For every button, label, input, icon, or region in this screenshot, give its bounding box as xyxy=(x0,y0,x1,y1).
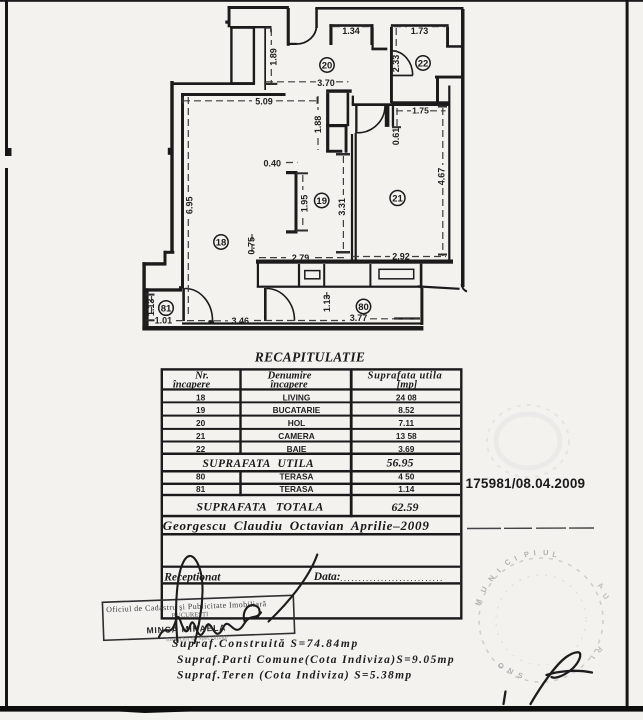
svg-text:TERASA: TERASA xyxy=(279,472,313,482)
svg-text:Receptionat: Receptionat xyxy=(163,572,221,584)
svg-text:1.73: 1.73 xyxy=(411,26,429,36)
svg-text:încapere: încapere xyxy=(270,379,308,390)
svg-text:22: 22 xyxy=(196,444,206,454)
svg-text:SUPRAFATA TOTALA: SUPRAFATA TOTALA xyxy=(196,499,323,513)
svg-text:24 08: 24 08 xyxy=(396,392,417,402)
svg-text:5.09: 5.09 xyxy=(255,96,273,106)
svg-text:0.75: 0.75 xyxy=(247,237,257,255)
svg-text:U: U xyxy=(479,585,489,594)
svg-text:2.92: 2.92 xyxy=(392,251,410,261)
svg-text:22: 22 xyxy=(418,58,429,69)
svg-text:U: U xyxy=(543,548,549,557)
svg-text:BAIE: BAIE xyxy=(287,444,307,454)
svg-text:SUPRAFATA UTILA: SUPRAFATA UTILA xyxy=(203,458,315,470)
svg-text:I: I xyxy=(513,554,519,563)
svg-text:19: 19 xyxy=(196,405,206,415)
svg-text:4.67: 4.67 xyxy=(436,168,446,186)
svg-text:4 50: 4 50 xyxy=(398,472,415,482)
svg-text:19: 19 xyxy=(316,196,327,207)
svg-text:80: 80 xyxy=(358,302,369,313)
svg-text:Supraf.Teren (Cota Indiviza) S: Supraf.Teren (Cota Indiviza) S=5.38mp xyxy=(177,669,412,681)
svg-text:L: L xyxy=(552,550,559,560)
svg-text:0.40: 0.40 xyxy=(264,158,282,168)
svg-text:TERASA: TERASA xyxy=(279,484,313,494)
svg-text:............................: ............................ xyxy=(340,573,444,583)
svg-text:U: U xyxy=(601,591,611,601)
svg-text:3.46: 3.46 xyxy=(232,316,250,326)
svg-text:încapere: încapere xyxy=(173,379,211,390)
svg-text:175981/08.04.2009: 175981/08.04.2009 xyxy=(466,476,586,491)
svg-text:CAMERA: CAMERA xyxy=(278,431,314,441)
svg-text:N: N xyxy=(506,666,515,676)
svg-text:80: 80 xyxy=(196,472,206,482)
svg-text:81: 81 xyxy=(196,484,206,494)
svg-text:1.89: 1.89 xyxy=(268,48,278,66)
svg-text:1.75: 1.75 xyxy=(412,106,429,116)
svg-text:Georgescu Claudiu Octavian Apr: Georgescu Claudiu Octavian Aprilie–2009 xyxy=(163,518,430,533)
svg-text:P: P xyxy=(523,549,531,559)
svg-text:C: C xyxy=(503,557,513,568)
svg-text:[mp]: [mp] xyxy=(397,379,418,390)
svg-text:3.77: 3.77 xyxy=(350,313,368,323)
svg-text:I: I xyxy=(588,654,597,660)
svg-text:BUCUREŞTI: BUCUREŞTI xyxy=(171,611,208,619)
svg-text:BUCATARIE: BUCATARIE xyxy=(273,405,321,415)
svg-text:O: O xyxy=(496,660,506,671)
svg-text:Supraf.Parti Comune(Cota Indiv: Supraf.Parti Comune(Cota Indiviza)S=9.05… xyxy=(177,654,455,666)
svg-text:A: A xyxy=(596,580,606,591)
svg-text:62.59: 62.59 xyxy=(392,500,419,514)
svg-text:Supraf.Construită S=74.84mp: Supraf.Construită S=74.84mp xyxy=(172,638,359,650)
svg-text:I: I xyxy=(533,548,536,557)
svg-text:1.13: 1.13 xyxy=(146,299,156,317)
svg-text:Denumire: Denumire xyxy=(267,371,312,382)
svg-text:3.31: 3.31 xyxy=(337,198,347,216)
svg-text:6.95: 6.95 xyxy=(185,197,195,215)
svg-text:20: 20 xyxy=(196,418,206,428)
svg-text:3.70: 3.70 xyxy=(317,78,335,88)
svg-text:1.34: 1.34 xyxy=(342,26,360,36)
svg-text:RECAPITULATIE: RECAPITULATIE xyxy=(254,349,365,364)
svg-text:1.13: 1.13 xyxy=(322,295,332,313)
svg-text:3.69: 3.69 xyxy=(398,444,415,454)
svg-text:7.11: 7.11 xyxy=(398,418,414,428)
svg-text:2.79: 2.79 xyxy=(292,253,310,263)
svg-text:8.52: 8.52 xyxy=(398,405,415,415)
svg-text:R: R xyxy=(594,645,605,655)
svg-text:1.88: 1.88 xyxy=(313,116,323,134)
svg-text:N: N xyxy=(486,574,496,584)
svg-text:HOL: HOL xyxy=(288,418,306,428)
svg-text:81: 81 xyxy=(161,303,172,314)
svg-text:LIVING: LIVING xyxy=(283,392,311,402)
svg-text:2.33: 2.33 xyxy=(391,55,401,73)
svg-text:20: 20 xyxy=(322,60,333,71)
svg-text:21: 21 xyxy=(392,193,403,204)
svg-text:56.95: 56.95 xyxy=(387,455,414,469)
svg-text:21: 21 xyxy=(196,431,206,441)
svg-text:18: 18 xyxy=(216,237,227,248)
svg-text:1.95: 1.95 xyxy=(299,195,309,213)
svg-text:S: S xyxy=(516,670,524,680)
svg-text:0.61: 0.61 xyxy=(391,128,401,146)
svg-text:Suprafata utila: Suprafata utila xyxy=(368,371,443,382)
svg-text:Inspector de specialitate: Inspector de specialitate xyxy=(166,634,228,643)
svg-text:Nr.: Nr. xyxy=(194,371,209,382)
svg-text:1.01: 1.01 xyxy=(155,315,173,325)
svg-text:13 58: 13 58 xyxy=(396,431,417,441)
svg-text:Data:: Data: xyxy=(313,571,341,583)
svg-text:M: M xyxy=(473,598,483,606)
svg-text:I: I xyxy=(495,567,503,575)
svg-text:1.14: 1.14 xyxy=(398,484,415,494)
svg-text:18: 18 xyxy=(196,392,206,402)
